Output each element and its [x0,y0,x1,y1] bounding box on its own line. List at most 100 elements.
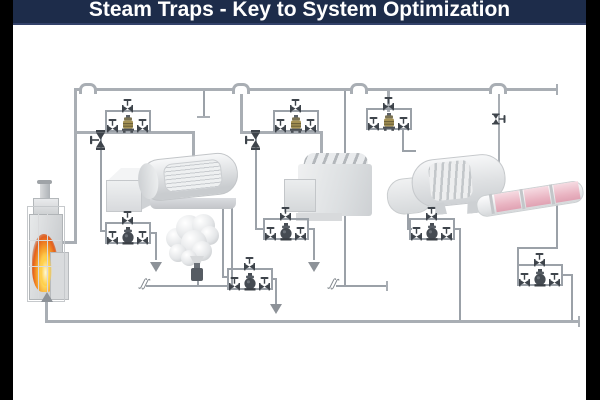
trap-feed-elbow [255,228,265,230]
trap-feed-pipe [222,206,224,278]
equipment-supply-drop-pipe [192,131,195,163]
traced-pipe-heated-segment [493,190,522,213]
vent-stub-pipe [197,278,199,286]
boiler-outlet-pipe [60,241,77,244]
trap-feed-elbow [100,230,107,232]
steam-trap-station [105,94,151,140]
slide-title-bar: Steam Traps - Key to System Optimization [13,0,586,25]
trap-outlet-pipe [307,228,315,230]
boiler-frame-line [29,240,61,241]
isolation-valve-icon [275,119,286,133]
boiler-chimney-cap [37,180,52,184]
trap-outlet-pipe [155,232,157,260]
condensate-collection-pipe [146,285,234,287]
condensate-drop-pipe [459,228,461,323]
bypass-valve-icon [383,97,394,111]
finned-unit-box [284,179,316,212]
isolation-valve-icon [519,273,530,287]
isolation-valve-icon [411,227,422,241]
header-drop-pipe [240,88,243,134]
isolation-valve-icon [441,227,452,241]
steam-trap-icon [290,115,302,133]
trap-outlet-pipe [313,228,315,260]
heat-exchanger-tube-bundle [162,158,224,194]
pipe-end-cap [386,281,388,291]
trap-feed-pipe [517,247,558,249]
slide-title: Steam Traps - Key to System Optimization [88,0,511,21]
condensate-drain-arrow-icon [308,262,320,272]
trap-outlet-pipe [149,232,157,234]
trap-outlet-pipe [402,130,404,152]
trap-feed-pipe [255,134,257,230]
bypass-valve-icon [290,99,301,113]
traced-pipe-heated-segment [523,185,551,208]
steam-trap-icon [244,273,256,291]
steam-trap-station [105,206,151,252]
steam-trap-icon [280,223,292,241]
condensate-drain-arrow-icon [150,262,162,272]
condensate-collection-pipe [336,285,388,287]
equipment-supply-drop-pipe [320,131,323,161]
isolation-valve-icon [265,227,276,241]
tracer-supply-drop-pipe [498,88,500,198]
pipe-crossover-hop [232,83,250,94]
steam-trap-station [409,202,455,248]
equipment-drain-pipe [231,206,233,287]
vent-valve-cap [194,263,200,268]
boiler-frame [27,206,65,302]
bypass-valve-icon [122,211,133,225]
isolation-valve-icon [549,273,560,287]
condensate-drain-arrow-icon [270,304,282,314]
traced-pipe-heated-segment [553,181,581,203]
steam-traced-pipe-icon [474,178,586,224]
pipe-crossover-hop [489,83,507,94]
steam-header-pipe [74,88,558,91]
steam-trap-station [227,252,273,298]
isolation-valve-icon [137,119,148,133]
pipe-end-cap [197,116,210,118]
boiler-frame-line [47,214,48,298]
pipe-end-cap [556,84,558,95]
boiler-frame-line [29,266,61,267]
vent-valve-icon [191,268,203,281]
pipe-break-symbol: ∬ [326,275,339,291]
steam-trap-icon [534,269,546,287]
trap-outlet-pipe [563,274,573,276]
boiler-frame-line [38,214,39,298]
steam-trap-icon [122,115,134,133]
bypass-loop-pipe [366,108,412,130]
trap-outlet-pipe [275,278,277,304]
isolation-valve-icon [259,277,270,291]
flame-core-icon [39,252,52,286]
trap-feed-elbow [222,276,228,278]
isolation-valve-icon [305,119,316,133]
isolation-valve-icon [295,227,306,241]
trap-feed-pipe [100,134,102,232]
bypass-loop-pipe [273,110,319,132]
letterbox-left [0,0,13,400]
isolation-valve-icon [229,277,240,291]
letterbox-right [586,0,600,400]
tracer-valve-icon [492,113,506,125]
isolation-valve-icon [398,117,409,131]
steam-trap-station [517,248,563,294]
condensate-return-pipe [45,320,580,323]
stop-valve-icon [245,130,260,150]
bypass-valve-icon [426,207,437,221]
trap-outlet-elbow [402,150,416,152]
steam-trap-icon [122,227,134,245]
pipe-break-symbol: ∬ [137,275,150,291]
heat-exchanger-icon [133,141,243,214]
isolation-valve-icon [137,231,148,245]
pipe-crossover-hop [350,83,368,94]
heat-exchanger-saddle [150,198,236,209]
trap-feed-pipe [407,206,409,230]
branch-pipe [240,131,323,134]
isolation-valve-icon [368,117,379,131]
trap-outlet-pipe [453,228,461,230]
bypass-valve-icon [122,99,133,113]
isolation-valve-icon [107,231,118,245]
bypass-loop-pipe [105,110,151,132]
steam-trap-station [273,94,319,140]
